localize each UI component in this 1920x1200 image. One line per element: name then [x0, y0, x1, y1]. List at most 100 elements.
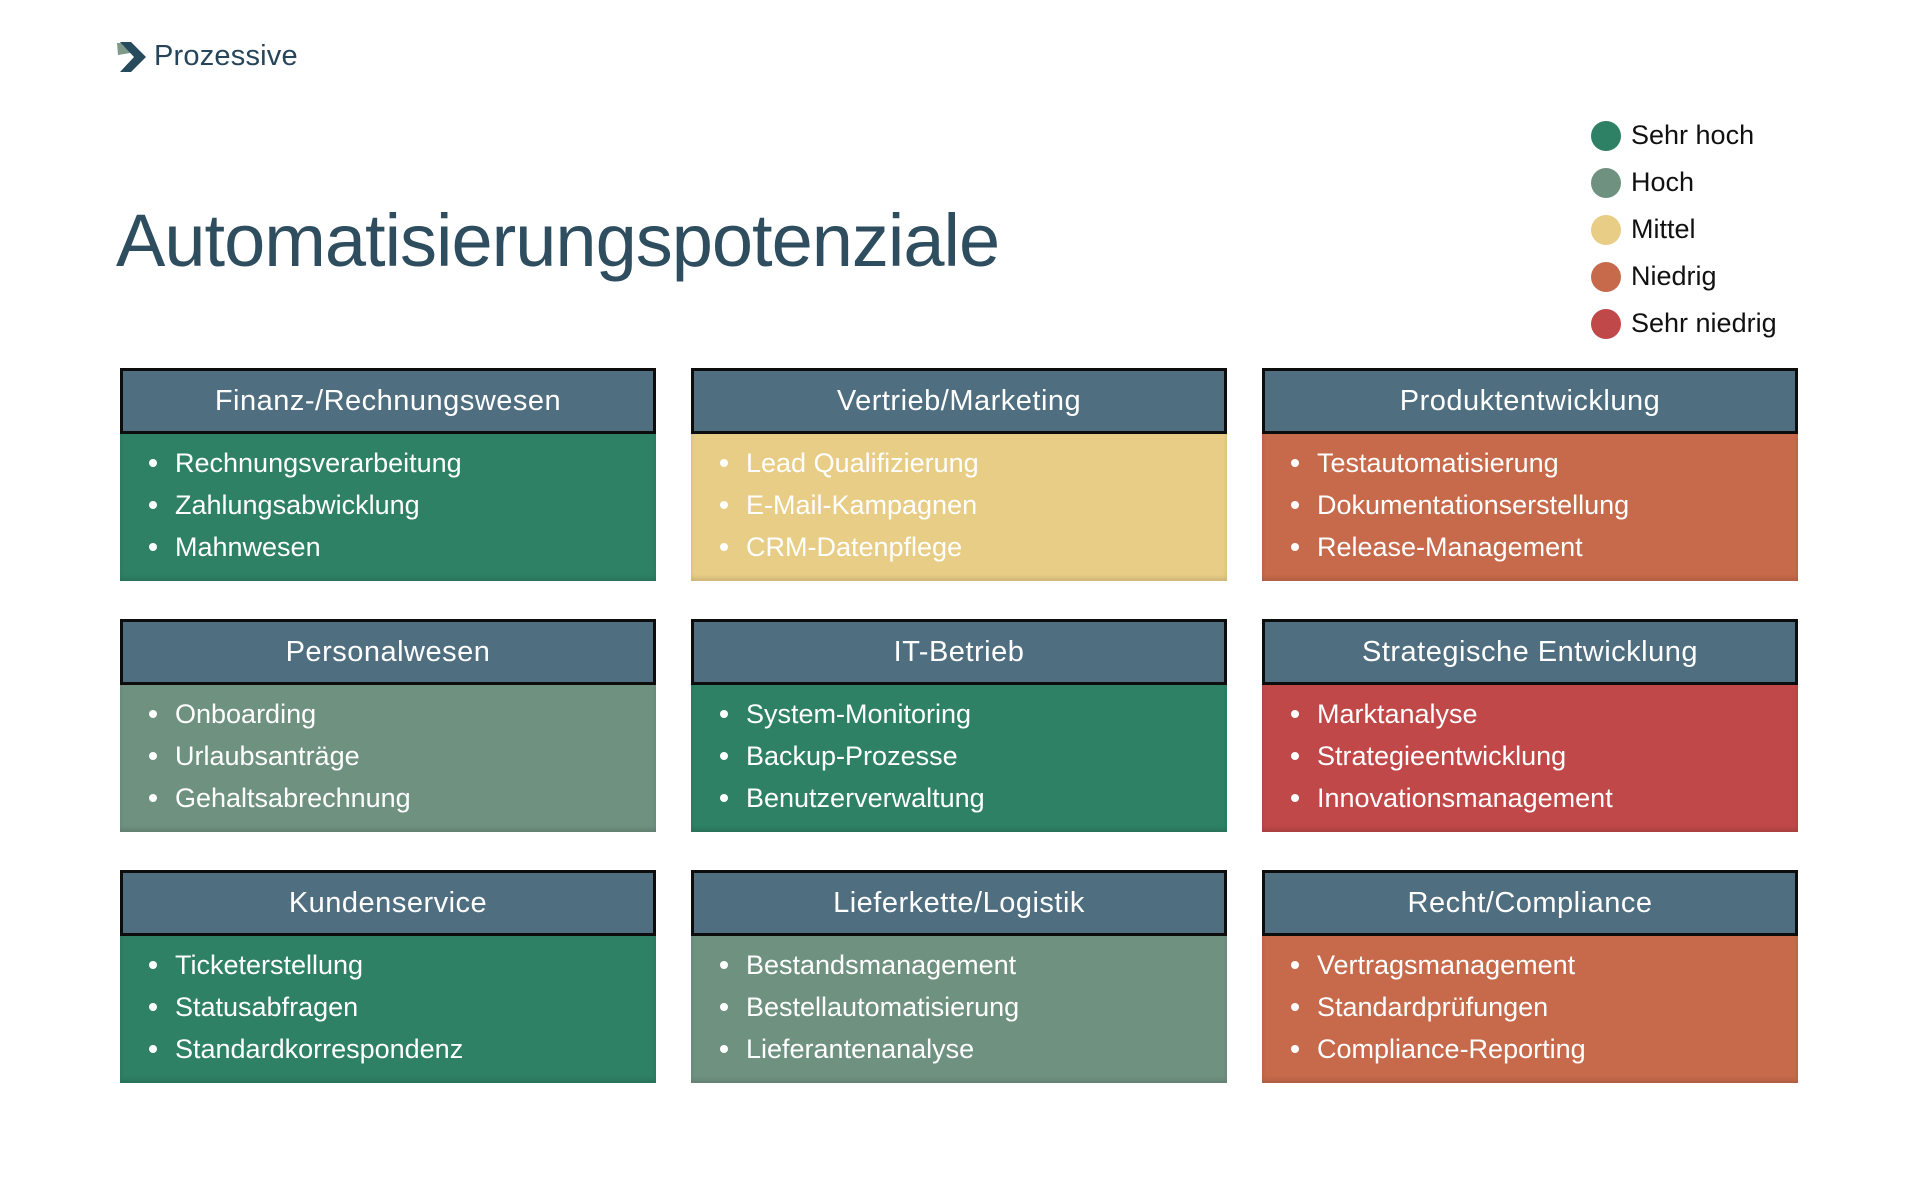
- list-item: Zahlungsabwicklung: [149, 484, 646, 526]
- card-vertrieb-marketing: Vertrieb/Marketing Lead Qualifizierung E…: [691, 368, 1227, 581]
- list-item-label: Bestandsmanagement: [746, 949, 1017, 980]
- list-item-label: Zahlungsabwicklung: [175, 489, 420, 520]
- card-title: Strategische Entwicklung: [1362, 635, 1698, 668]
- list-item: Ticketerstellung: [149, 944, 646, 986]
- legend-label: Sehr niedrig: [1631, 308, 1777, 338]
- bullet-icon: [149, 543, 157, 551]
- list-item: Vertragsmanagement: [1291, 944, 1788, 986]
- card-strategische-entwicklung: Strategische Entwicklung Marktanalyse St…: [1262, 619, 1798, 832]
- list-item: System-Monitoring: [720, 693, 1217, 735]
- list-item-label: Gehaltsabrechnung: [175, 782, 411, 813]
- bullet-icon: [149, 1003, 157, 1011]
- card-body: Testautomatisierung Dokumentationserstel…: [1262, 434, 1798, 581]
- legend-dot-hoch: [1591, 167, 1621, 198]
- card-header: Strategische Entwicklung: [1262, 619, 1798, 685]
- bullet-icon: [1291, 961, 1299, 969]
- card-lieferkette-logistik: Lieferkette/Logistik Bestandsmanagement …: [691, 870, 1227, 1083]
- chevron-right-icon: [116, 41, 150, 72]
- list-item: Rechnungsverarbeitung: [149, 442, 646, 484]
- list-item: Innovationsmanagement: [1291, 777, 1788, 819]
- bullet-icon: [1291, 1045, 1299, 1053]
- card-header: Personalwesen: [120, 619, 656, 685]
- card-produktentwicklung: Produktentwicklung Testautomatisierung D…: [1262, 368, 1798, 581]
- list-item-label: System-Monitoring: [746, 698, 972, 729]
- bullet-icon: [1291, 501, 1299, 509]
- bullet-icon: [720, 1045, 728, 1053]
- list-item: E-Mail-Kampagnen: [720, 484, 1217, 526]
- legend-label: Niedrig: [1631, 261, 1717, 291]
- legend-item-sehr-hoch: Sehr hoch: [1591, 120, 1777, 151]
- card-grid: Finanz-/Rechnungswesen Rechnungsverarbei…: [120, 368, 1798, 1083]
- legend-dot-sehr-niedrig: [1591, 308, 1621, 339]
- bullet-icon: [149, 459, 157, 467]
- card-personalwesen: Personalwesen Onboarding Urlaubsanträge …: [120, 619, 656, 832]
- list-item-label: Ticketerstellung: [175, 949, 364, 980]
- card-body: Marktanalyse Strategieentwicklung Innova…: [1262, 685, 1798, 832]
- bullet-icon: [720, 459, 728, 467]
- card-body: System-Monitoring Backup-Prozesse Benutz…: [691, 685, 1227, 832]
- list-item-label: Standardkorrespondenz: [175, 1033, 464, 1064]
- card-title: Produktentwicklung: [1399, 384, 1661, 417]
- list-item-label: Statusabfragen: [175, 991, 359, 1022]
- card-recht-compliance: Recht/Compliance Vertragsmanagement Stan…: [1262, 870, 1798, 1083]
- list-item: Marktanalyse: [1291, 693, 1788, 735]
- legend-item-niedrig: Niedrig: [1591, 261, 1777, 292]
- card-header: Lieferkette/Logistik: [691, 870, 1227, 936]
- card-header: Finanz-/Rechnungswesen: [120, 368, 656, 434]
- card-title: Finanz-/Rechnungswesen: [214, 384, 562, 417]
- card-header: IT-Betrieb: [691, 619, 1227, 685]
- prozessive-logo: Prozessive: [116, 40, 298, 73]
- list-item-label: Vertragsmanagement: [1317, 949, 1576, 980]
- list-item-label: E-Mail-Kampagnen: [746, 489, 978, 520]
- list-item-label: Onboarding: [175, 698, 317, 729]
- bullet-icon: [1291, 543, 1299, 551]
- list-item-label: Dokumentationserstellung: [1317, 489, 1630, 520]
- card-header: Produktentwicklung: [1262, 368, 1798, 434]
- list-item: Bestellautomatisierung: [720, 986, 1217, 1028]
- card-header: Recht/Compliance: [1262, 870, 1798, 936]
- list-item: Statusabfragen: [149, 986, 646, 1028]
- list-item-label: Bestellautomatisierung: [746, 991, 1020, 1022]
- card-body: Vertragsmanagement Standardprüfungen Com…: [1262, 936, 1798, 1083]
- card-title: Recht/Compliance: [1407, 886, 1653, 919]
- list-item-label: Release-Management: [1317, 531, 1583, 562]
- bullet-icon: [720, 961, 728, 969]
- list-item: Strategieentwicklung: [1291, 735, 1788, 777]
- list-item: CRM-Datenpflege: [720, 526, 1217, 568]
- card-header: Vertrieb/Marketing: [691, 368, 1227, 434]
- bullet-icon: [720, 543, 728, 551]
- bullet-icon: [720, 794, 728, 802]
- legend-dot-sehr-hoch: [1591, 120, 1621, 151]
- list-item: Onboarding: [149, 693, 646, 735]
- card-title: IT-Betrieb: [893, 635, 1025, 668]
- list-item: Lieferantenanalyse: [720, 1028, 1217, 1070]
- card-body: Lead Qualifizierung E-Mail-Kampagnen CRM…: [691, 434, 1227, 581]
- bullet-icon: [1291, 752, 1299, 760]
- bullet-icon: [720, 752, 728, 760]
- list-item: Compliance-Reporting: [1291, 1028, 1788, 1070]
- legend: Sehr hoch Hoch Mittel Niedrig Sehr niedr…: [1591, 120, 1777, 339]
- legend-dot-mittel: [1591, 214, 1621, 245]
- list-item-label: Urlaubsanträge: [175, 740, 360, 771]
- list-item-label: Testautomatisierung: [1317, 447, 1559, 478]
- list-item: Release-Management: [1291, 526, 1788, 568]
- bullet-icon: [149, 794, 157, 802]
- card-header: Kundenservice: [120, 870, 656, 936]
- legend-item-sehr-niedrig: Sehr niedrig: [1591, 308, 1777, 339]
- bullet-icon: [149, 501, 157, 509]
- list-item-label: Standardprüfungen: [1317, 991, 1549, 1022]
- card-title: Vertrieb/Marketing: [836, 384, 1082, 417]
- list-item: Standardprüfungen: [1291, 986, 1788, 1028]
- bullet-icon: [149, 961, 157, 969]
- list-item: Benutzerverwaltung: [720, 777, 1217, 819]
- card-body: Bestandsmanagement Bestellautomatisierun…: [691, 936, 1227, 1083]
- list-item: Mahnwesen: [149, 526, 646, 568]
- list-item: Urlaubsanträge: [149, 735, 646, 777]
- list-item-label: Marktanalyse: [1317, 698, 1478, 729]
- logo-wordmark: Prozessive: [154, 40, 298, 72]
- list-item-label: Compliance-Reporting: [1317, 1033, 1586, 1064]
- list-item-label: Benutzerverwaltung: [746, 782, 985, 813]
- bullet-icon: [1291, 1003, 1299, 1011]
- card-body: Ticketerstellung Statusabfragen Standard…: [120, 936, 656, 1083]
- card-body: Rechnungsverarbeitung Zahlungsabwicklung…: [120, 434, 656, 581]
